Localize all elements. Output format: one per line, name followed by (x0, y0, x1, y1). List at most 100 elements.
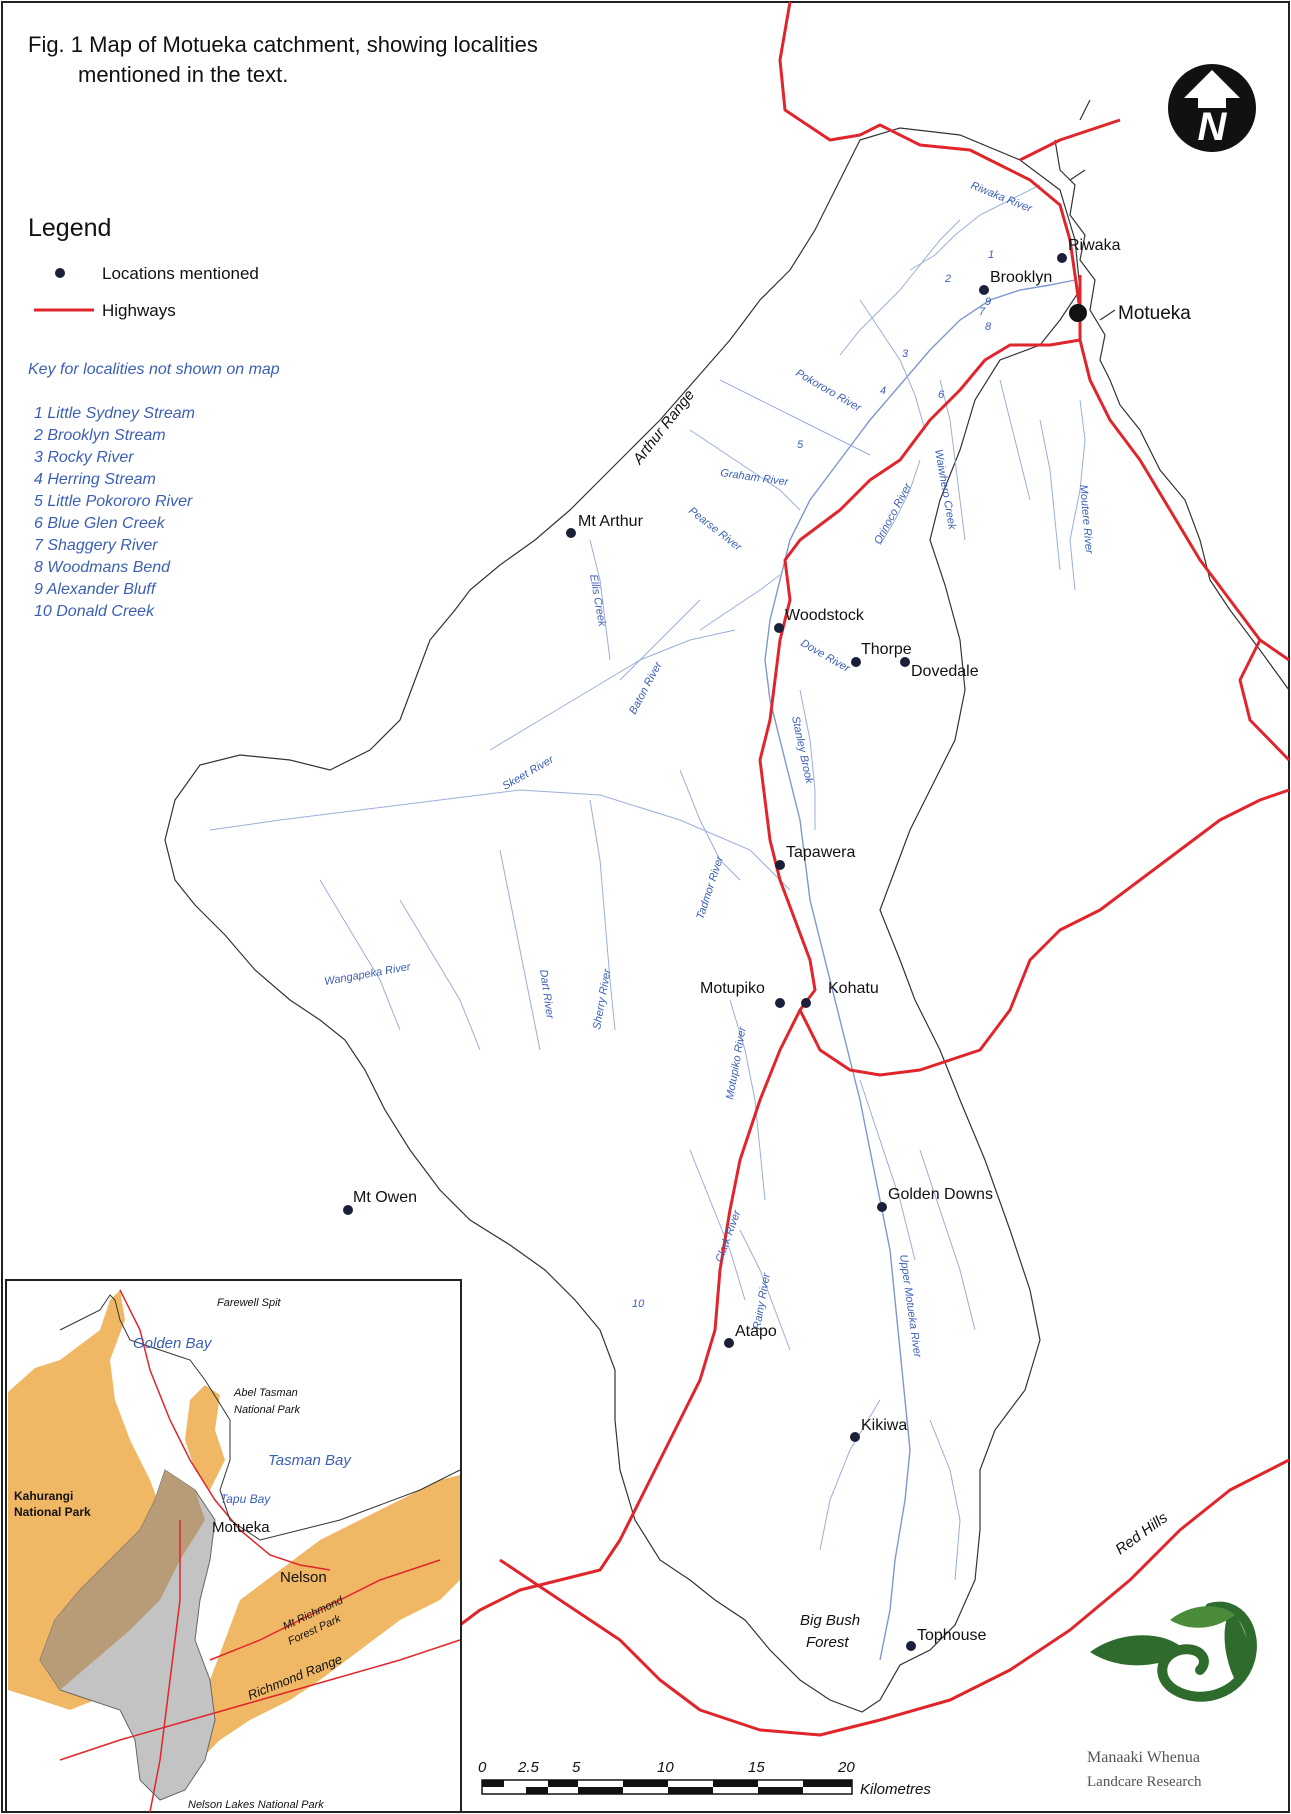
place-dot-icon (801, 998, 811, 1008)
scale-tick-20: 20 (837, 1759, 855, 1776)
inset-label-tapu-bay: Tapu Bay (220, 1492, 271, 1506)
mt-richmond-park-area (190, 1475, 460, 1760)
north-arrow-icon: N (1168, 64, 1256, 152)
key-item: 4 Herring Stream (34, 471, 156, 488)
scale-tick-10: 10 (657, 1759, 674, 1776)
locality-number: 9 (985, 296, 991, 308)
place-dot-icon (979, 285, 989, 295)
place-label-tapawera: Tapawera (786, 844, 855, 861)
locality-number: 2 (944, 273, 951, 285)
place-dot-icon (851, 657, 861, 667)
place-label-golden-downs: Golden Downs (888, 1186, 993, 1203)
coastline (1054, 139, 1290, 691)
abel-tasman-park-area (185, 1385, 225, 1490)
place-label-motueka: Motueka (1118, 303, 1191, 324)
inset-label-motueka: Motueka (212, 1519, 270, 1536)
place-label-motupiko: Motupiko (700, 980, 765, 997)
stream-network (209, 184, 1086, 1661)
place-label-woodstock: Woodstock (785, 607, 865, 624)
inset-map: Farewell Spit Golden Bay Abel Tasman Nat… (5, 1279, 462, 1813)
key-item: 7 Shaggery River (34, 537, 158, 554)
place-label-dovedale: Dovedale (911, 663, 979, 680)
place-label-kikiwa: Kikiwa (861, 1417, 907, 1434)
place-dot-icon (775, 860, 785, 870)
place-label-mt-owen: Mt Owen (353, 1189, 417, 1206)
place-dot-icon (1057, 253, 1067, 263)
key-item: 3 Rocky River (34, 449, 134, 466)
place-dot-icon (877, 1202, 887, 1212)
scale-tick-2-5: 2.5 (517, 1759, 540, 1776)
locality-number: 1 (988, 249, 994, 261)
key-title: Key for localities not shown on map (28, 361, 280, 378)
scale-unit: Kilometres (860, 1781, 931, 1798)
locality-number: 10 (632, 1298, 645, 1310)
legend-item-locations: Locations mentioned (102, 264, 259, 283)
place-dot-icon (774, 623, 784, 633)
scale-bar: 0 2.5 5 10 15 20 Kilometres (478, 1759, 931, 1798)
inset-road (149, 1520, 181, 1813)
place-label-riwaka: Riwaka (1068, 237, 1121, 254)
key-item: 2 Brooklyn Stream (33, 427, 166, 444)
locality-number: 6 (938, 389, 945, 401)
inset-label-nelson-lakes: Nelson Lakes National Park (188, 1799, 324, 1811)
region-label-forest: Forest (806, 1634, 849, 1651)
locality-number: 4 (880, 385, 886, 397)
logo-text-line2: Landcare Research (1087, 1774, 1202, 1790)
highways (398, 1, 1291, 1737)
logo-text-line1: Manaaki Whenua (1087, 1749, 1200, 1766)
key-item: 10 Donald Creek (34, 603, 155, 620)
catchment-boundary (164, 127, 1081, 1713)
inset-label-nelson: Nelson (280, 1569, 327, 1586)
legend-dot-icon (55, 268, 65, 278)
place-dot-icon (850, 1432, 860, 1442)
locality-numbers: 1 2 3 4 5 6 7 8 9 10 (632, 249, 994, 1310)
place-dot-icon (343, 1205, 353, 1215)
inset-coastline (59, 1294, 461, 1541)
place-label-thorpe: Thorpe (861, 641, 912, 658)
key-item: 8 Woodmans Bend (34, 559, 171, 576)
place-dot-icon (900, 657, 910, 667)
place-label-mt-arthur: Mt Arthur (578, 513, 644, 530)
coastline-islands (1069, 99, 1116, 321)
scale-tick-15: 15 (748, 1759, 765, 1776)
scale-tick-5: 5 (572, 1759, 581, 1776)
map-title-line1: Fig. 1 Map of Motueka catchment, showing… (28, 32, 538, 57)
inset-label-tasman-bay: Tasman Bay (268, 1452, 352, 1469)
place-dot-icon (906, 1641, 916, 1651)
place-dot-icon (566, 528, 576, 538)
locality-number: 7 (979, 306, 986, 318)
locality-number: 5 (797, 439, 804, 451)
key-item: 6 Blue Glen Creek (34, 515, 166, 532)
town-dot-icon (1069, 304, 1087, 322)
legend-title: Legend (28, 214, 111, 242)
manaaki-whenua-logo-icon (1090, 1601, 1257, 1702)
key-list: 1 Little Sydney Stream 2 Brooklyn Stream… (33, 405, 195, 620)
inset-label-kahurangi-2: National Park (14, 1505, 91, 1519)
region-label-red-hills: Red Hills (1112, 1509, 1171, 1558)
place-label-atapo: Atapo (735, 1323, 777, 1340)
scale-tick-0: 0 (478, 1759, 487, 1776)
inset-label-abel-tasman-2: National Park (234, 1404, 301, 1416)
inset-road (59, 1639, 461, 1761)
place-label-kohatu: Kohatu (828, 980, 879, 997)
inset-road (209, 1559, 441, 1661)
locality-number: 3 (902, 348, 909, 360)
inset-road (119, 1289, 331, 1571)
places: Riwaka Brooklyn Motueka Mt Arthur Woodst… (343, 237, 1191, 1651)
locality-number: 8 (985, 321, 992, 333)
legend-item-highways: Highways (102, 301, 176, 320)
region-label-big-bush: Big Bush (800, 1612, 860, 1629)
inset-label-golden-bay: Golden Bay (133, 1335, 213, 1352)
river-label: Moutere River (1077, 484, 1095, 555)
inset-label-farewell-spit: Farewell Spit (217, 1297, 282, 1309)
inset-label-kahurangi-1: Kahurangi (14, 1489, 73, 1503)
inset-label-abel-tasman-1: Abel Tasman (233, 1387, 298, 1399)
north-letter: N (1198, 105, 1228, 149)
place-dot-icon (775, 998, 785, 1008)
place-label-brooklyn: Brooklyn (990, 269, 1052, 286)
key-item: 5 Little Pokororo River (34, 493, 193, 510)
map-title-line2: mentioned in the text. (78, 62, 288, 87)
key-item: 9 Alexander Bluff (34, 581, 157, 598)
